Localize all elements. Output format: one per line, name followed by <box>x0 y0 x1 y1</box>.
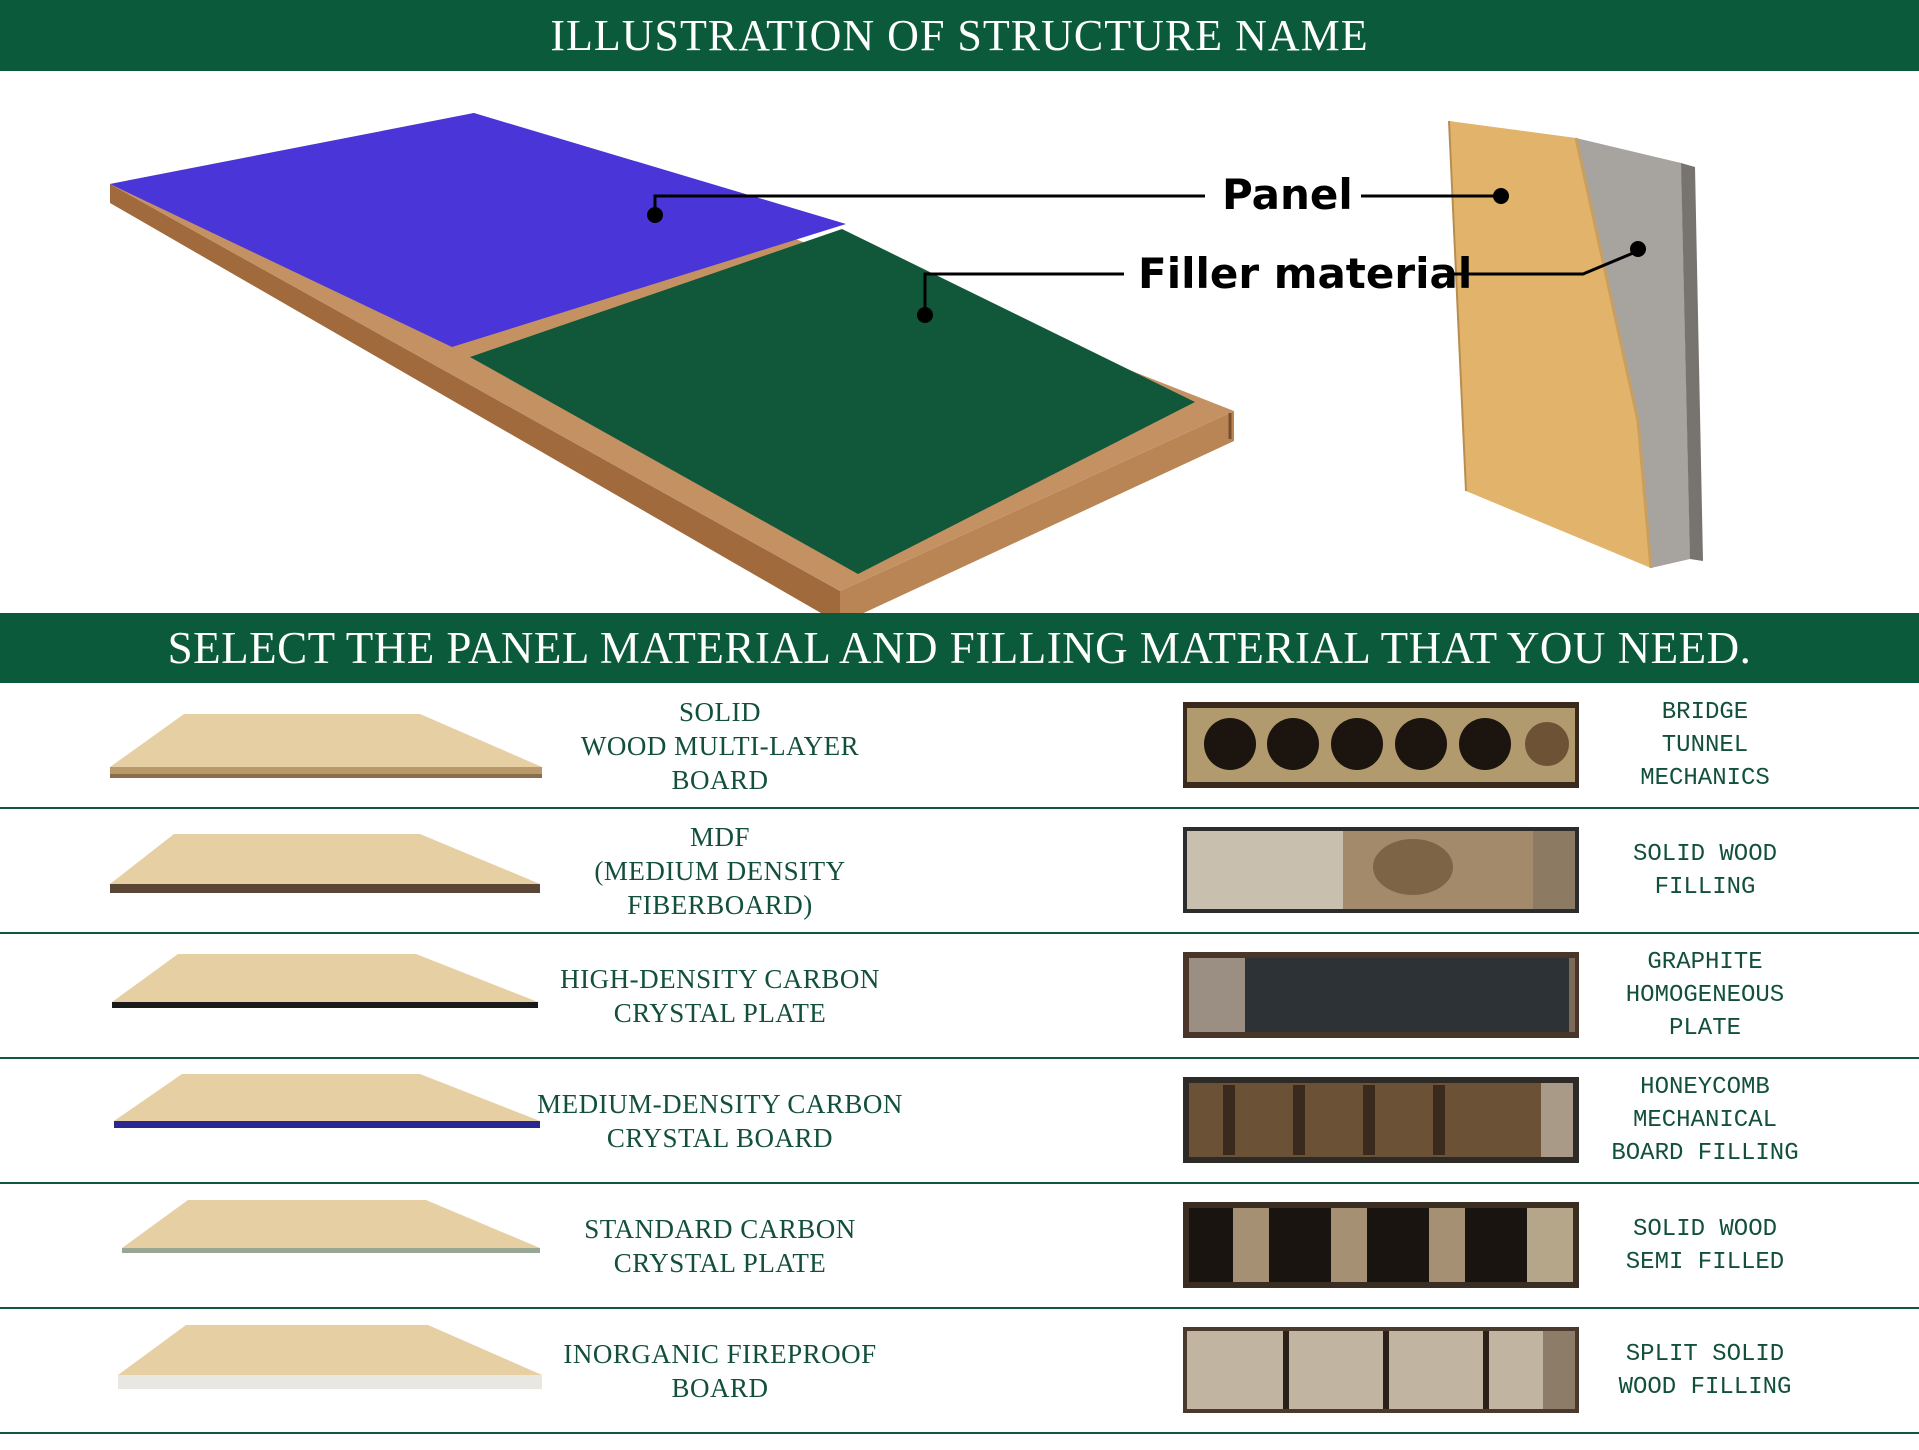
callout-dots <box>647 188 1646 323</box>
material-row: SOLID WOOD MULTI-LAYER BOARD BRIDGE TUNN… <box>0 684 1919 809</box>
structure-diagram: Panel Filler material <box>110 113 1703 613</box>
material-row: INORGANIC FIREPROOF BOARD SPLIT SOLID WO… <box>0 1309 1919 1434</box>
bridge-tunnel-mechanics-image <box>1183 702 1579 788</box>
solid-wood-semi-filled-image <box>1183 1202 1579 1288</box>
filling-material-label: BRIDGE TUNNEL MECHANICS <box>1640 699 1770 792</box>
selection-title-banner: SELECT THE PANEL MATERIAL AND FILLING MA… <box>0 613 1919 683</box>
material-table: SOLID WOOD MULTI-LAYER BOARD BRIDGE TUNN… <box>0 684 1919 1434</box>
selection-title: SELECT THE PANEL MATERIAL AND FILLING MA… <box>167 623 1752 673</box>
panel-material-label: STANDARD CARBON CRYSTAL PLATE <box>584 1213 856 1278</box>
filling-material-label: SPLIT SOLID WOOD FILLING <box>1618 1340 1792 1401</box>
solid-wood-multi-layer-board-image <box>110 714 542 778</box>
inorganic-fireproof-board-image <box>118 1325 542 1389</box>
material-row: MDF (MEDIUM DENSITY FIBERBOARD) SOLID WO… <box>0 809 1919 934</box>
door-board-illustration <box>110 113 1234 613</box>
material-row: MEDIUM-DENSITY CARBON CRYSTAL BOARD HONE… <box>0 1059 1919 1184</box>
mdf-board-image <box>110 834 540 893</box>
filler-material-area <box>470 229 1195 574</box>
structure-title-banner: ILLUSTRATION OF STRUCTURE NAME <box>0 0 1919 71</box>
filling-material-label: SOLID WOOD SEMI FILLED <box>1625 1215 1785 1276</box>
graphite-homogeneous-plate-image <box>1183 952 1579 1038</box>
medium-density-carbon-crystal-board-image <box>114 1074 540 1128</box>
filling-material-label: SOLID WOOD FILLING <box>1632 840 1778 901</box>
panel-area <box>110 113 846 347</box>
panel-material-label: HIGH-DENSITY CARBON CRYSTAL PLATE <box>560 963 880 1028</box>
material-row: STANDARD CARBON CRYSTAL PLATE SOLID WOOD… <box>0 1184 1919 1309</box>
filler-callout-label: Filler material <box>1138 249 1472 298</box>
structure-title: ILLUSTRATION OF STRUCTURE NAME <box>550 11 1369 60</box>
panel-material-label: MDF (MEDIUM DENSITY FIBERBOARD) <box>594 821 846 920</box>
panel-material-label: MEDIUM-DENSITY CARBON CRYSTAL BOARD <box>537 1088 903 1153</box>
material-row: HIGH-DENSITY CARBON CRYSTAL PLATE GRAPHI… <box>0 934 1919 1059</box>
panel-material-label: SOLID WOOD MULTI-LAYER BOARD <box>580 696 860 795</box>
high-density-carbon-crystal-plate-image <box>112 954 538 1008</box>
standard-carbon-crystal-plate-image <box>122 1200 540 1253</box>
solid-wood-filling-image <box>1183 827 1579 913</box>
panel-material-label: INORGANIC FIREPROOF BOARD <box>563 1338 877 1403</box>
filling-material-label: GRAPHITE HOMOGENEOUS PLATE <box>1625 949 1785 1042</box>
honeycomb-mechanical-board-filling-image <box>1183 1077 1579 1163</box>
door-section-illustration <box>1448 120 1703 569</box>
filling-material-label: HONEYCOMB MECHANICAL BOARD FILLING <box>1611 1074 1799 1167</box>
panel-callout-label: Panel <box>1222 170 1353 219</box>
split-solid-wood-filling-image <box>1183 1327 1579 1413</box>
core-texture <box>1576 138 1690 568</box>
